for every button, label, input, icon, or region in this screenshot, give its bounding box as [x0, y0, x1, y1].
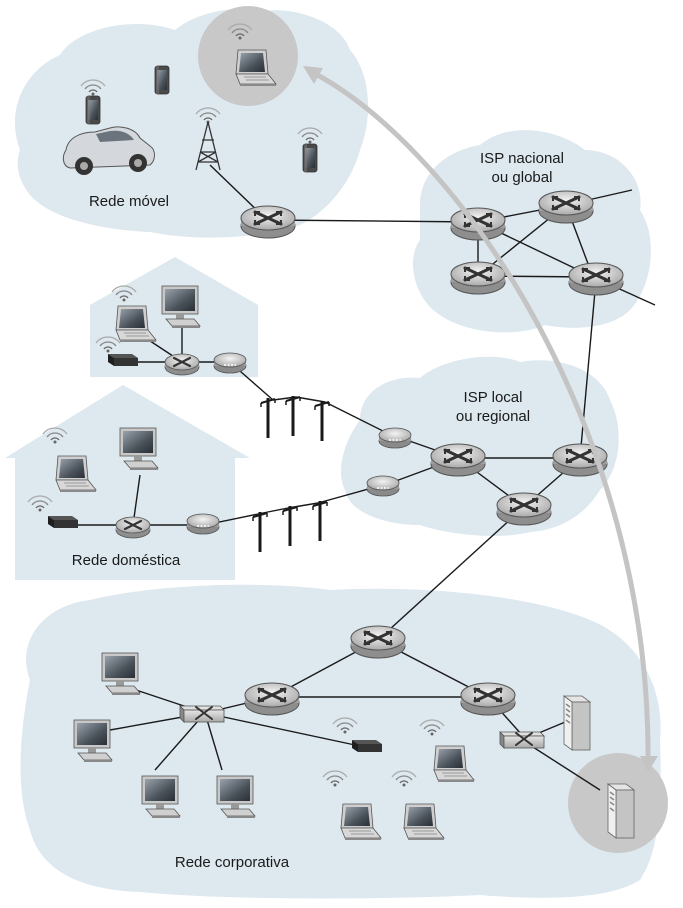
router-icon [429, 442, 487, 478]
router-icon [163, 352, 201, 377]
home-network-region-b [5, 385, 250, 580]
cell-tower-icon [195, 107, 221, 171]
router-icon [495, 491, 553, 527]
isp-national-label-line1: ISP nacional [480, 150, 564, 167]
modem-icon [366, 475, 400, 497]
switch-icon [179, 705, 225, 723]
home-network-region-a [90, 257, 258, 377]
utility-pole-icon [251, 394, 331, 554]
router-icon [243, 681, 301, 717]
modem-icon [378, 427, 412, 449]
router-icon [449, 260, 507, 296]
server-icon [607, 783, 635, 839]
mobile-network-region [14, 9, 369, 238]
smartphone-icon [154, 65, 170, 95]
router-icon [349, 624, 407, 660]
corporate-network-label: Rede corporativa [175, 854, 290, 871]
isp-local-label-line2: ou regional [456, 408, 530, 425]
router-icon [459, 681, 517, 717]
home-network-label: Rede doméstica [72, 552, 181, 569]
end-to-end-path-arrow [303, 66, 658, 772]
router-icon [239, 204, 297, 240]
car-icon [62, 126, 155, 175]
modem-icon [186, 513, 220, 535]
isp-national-label-line2: ou global [492, 169, 553, 186]
router-icon [114, 515, 152, 540]
router-icon [449, 206, 507, 242]
isp-local-region [340, 356, 619, 536]
isp-local-label-line1: ISP local [464, 389, 523, 406]
switch-icon [499, 731, 545, 749]
mobile-network-label: Rede móvel [89, 193, 169, 210]
server-icon [563, 695, 591, 751]
router-icon [567, 261, 625, 297]
router-icon [537, 189, 595, 225]
modem-icon [213, 352, 247, 374]
